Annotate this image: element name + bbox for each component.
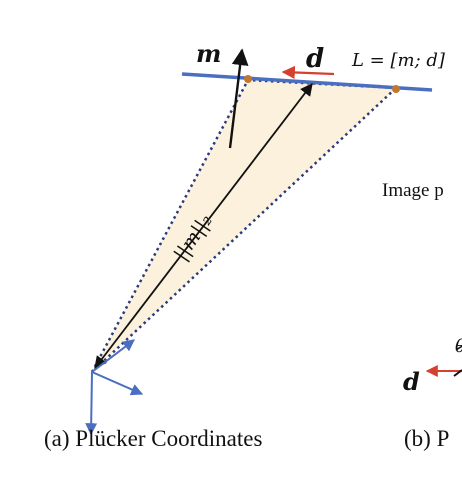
moment-triangle: [90, 78, 399, 373]
label-d: d: [306, 44, 324, 74]
norm-arrow: [94, 82, 313, 370]
line-point-right: [392, 85, 400, 93]
line-point-left: [244, 75, 252, 83]
plucker-line: [181, 72, 433, 92]
label-d-b: d: [403, 367, 420, 396]
label-m: m: [196, 39, 221, 68]
direction-arrow-d: [281, 65, 335, 80]
dark-stub-b: [453, 369, 462, 377]
origin-frame-icon: [85, 339, 144, 436]
caption-a: (a) Plücker Coordinates: [44, 426, 262, 451]
label-L: L = [m; d]: [351, 50, 446, 71]
label-theta: θ: [455, 336, 462, 357]
label-image-plane: Image p: [382, 180, 444, 201]
caption-b: (b) P: [404, 426, 449, 451]
